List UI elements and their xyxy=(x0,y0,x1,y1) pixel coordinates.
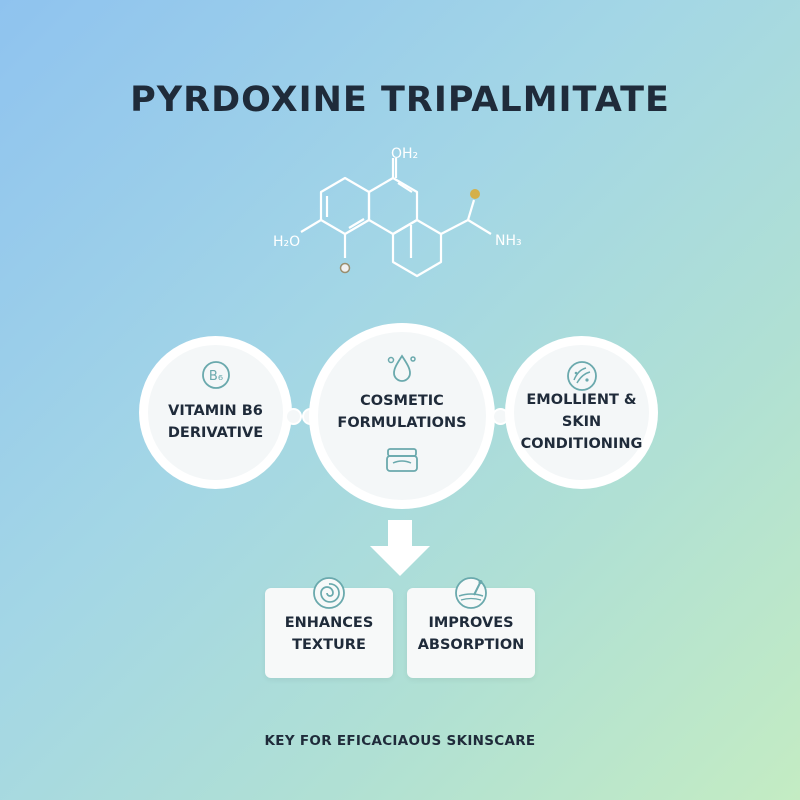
box-improves-absorption: IMPROVES ABSORPTION xyxy=(407,577,535,678)
footer-tagline: KEY FOR EFICACIAOUS SKINSCARE xyxy=(264,733,536,749)
circle-emollient: EMOLLIENT & SKIN CONDITIONING xyxy=(514,345,649,480)
circle-label: EMOLLIENT & SKIN CONDITIONING xyxy=(520,391,643,452)
circle-label: COSMETIC FORMULATIONS xyxy=(337,393,467,431)
label-right: NH₃ xyxy=(495,233,522,249)
circle-cosmetic: COSMETIC FORMULATIONS xyxy=(318,332,486,500)
gold-atom-dot xyxy=(470,189,480,199)
down-arrow-icon xyxy=(370,520,430,576)
skin-absorption-icon xyxy=(455,577,487,609)
circle-label: VITAMIN B6 DERIVATIVE xyxy=(167,402,264,441)
box-label: ENHANCES TEXTURE xyxy=(284,615,374,653)
connector-dot xyxy=(492,408,509,425)
page-title: PYRDOXINE TRIPALMITATE xyxy=(130,80,670,120)
cream-jar-icon xyxy=(386,448,418,472)
box-enhances-texture: ENHANCES TEXTURE xyxy=(265,577,393,678)
oxygen-dot xyxy=(339,262,351,274)
swirl-icon xyxy=(313,577,345,609)
svg-text:B₆: B₆ xyxy=(209,369,223,384)
connector-dot xyxy=(302,408,319,425)
b6-vitamin-icon: B₆ xyxy=(202,361,230,389)
label-left: H₂O xyxy=(273,234,300,250)
connector-dot xyxy=(285,408,302,425)
skin-texture-icon xyxy=(567,361,597,391)
circle-vitamin-b6: B₆ VITAMIN B6 DERIVATIVE xyxy=(148,345,283,480)
droplet-icon xyxy=(387,354,416,382)
molecule-structure: OH₂ H₂O NH₃ xyxy=(273,146,522,278)
box-label: IMPROVES ABSORPTION xyxy=(417,615,525,653)
label-top: OH₂ xyxy=(391,146,418,162)
